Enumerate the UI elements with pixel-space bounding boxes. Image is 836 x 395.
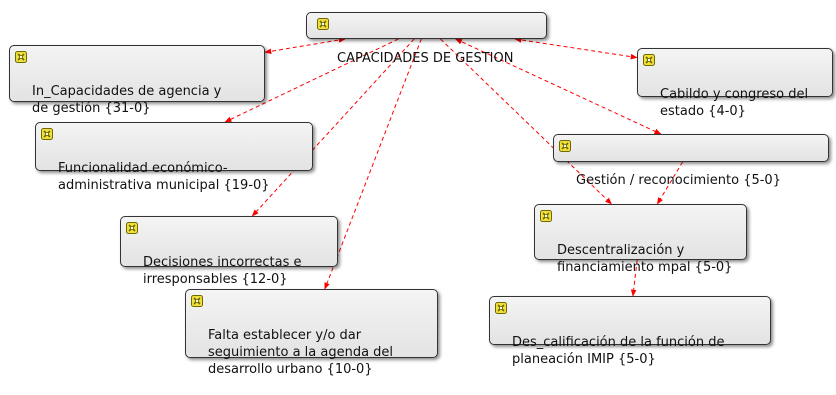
node-capacidades-de-gestion[interactable]: CAPACIDADES DE GESTION <box>306 12 547 66</box>
concept-code-icon <box>558 139 572 153</box>
node-label: Decisiones incorrectas e irresponsables … <box>143 255 302 287</box>
node-label: Funcionalidad económico- administrativa … <box>58 161 270 193</box>
node-funcionalidad-economico-administrativa[interactable]: Funcionalidad económico- administrativa … <box>35 122 313 193</box>
concept-code-icon <box>14 50 28 64</box>
link-layer <box>224 37 684 297</box>
concept-code-icon <box>494 301 508 315</box>
node-label: Des_calificación de la función de planea… <box>512 335 725 367</box>
node-label: Falta establecer y/o dar seguimiento a l… <box>208 328 394 377</box>
link-n6-n8 <box>630 259 638 297</box>
link-root-n7 <box>324 38 422 290</box>
concept-code-icon <box>642 53 656 67</box>
node-cabildo-y-congreso[interactable]: Cabildo y congreso del estado {4-0} <box>637 48 833 119</box>
node-label: Gestión / reconocimiento {5-0} <box>576 173 781 188</box>
concept-code-icon <box>539 209 553 223</box>
node-descentralizacion-y-financiamiento[interactable]: Descentralización y financiamiento mpal … <box>534 204 747 275</box>
node-des-calificacion-imip[interactable]: Des_calificación de la función de planea… <box>489 296 771 367</box>
node-gestion-reconocimiento[interactable]: Gestión / reconocimiento {5-0} <box>553 134 829 188</box>
concept-code-icon <box>40 127 54 141</box>
node-label: CAPACIDADES DE GESTION <box>337 51 514 66</box>
node-label: Descentralización y financiamiento mpal … <box>557 243 733 275</box>
node-decisiones-incorrectas[interactable]: Decisiones incorrectas e irresponsables … <box>120 216 338 287</box>
concept-code-icon <box>190 294 204 308</box>
concept-code-icon <box>125 221 139 235</box>
node-label: In_Capacidades de agencia y de gestión {… <box>32 84 222 116</box>
node-label: Cabildo y congreso del estado {4-0} <box>660 87 809 119</box>
node-in-capacidades-de-agencia[interactable]: In_Capacidades de agencia y de gestión {… <box>9 45 265 116</box>
concept-code-icon <box>316 17 330 31</box>
link-n4-n6 <box>656 161 684 205</box>
link-root-n4 <box>455 38 662 135</box>
link-root-n5 <box>251 38 415 217</box>
node-falta-establecer-agenda[interactable]: Falta establecer y/o dar seguimiento a l… <box>185 289 438 377</box>
link-root-n1 <box>264 37 346 55</box>
link-root-n6 <box>440 38 612 205</box>
